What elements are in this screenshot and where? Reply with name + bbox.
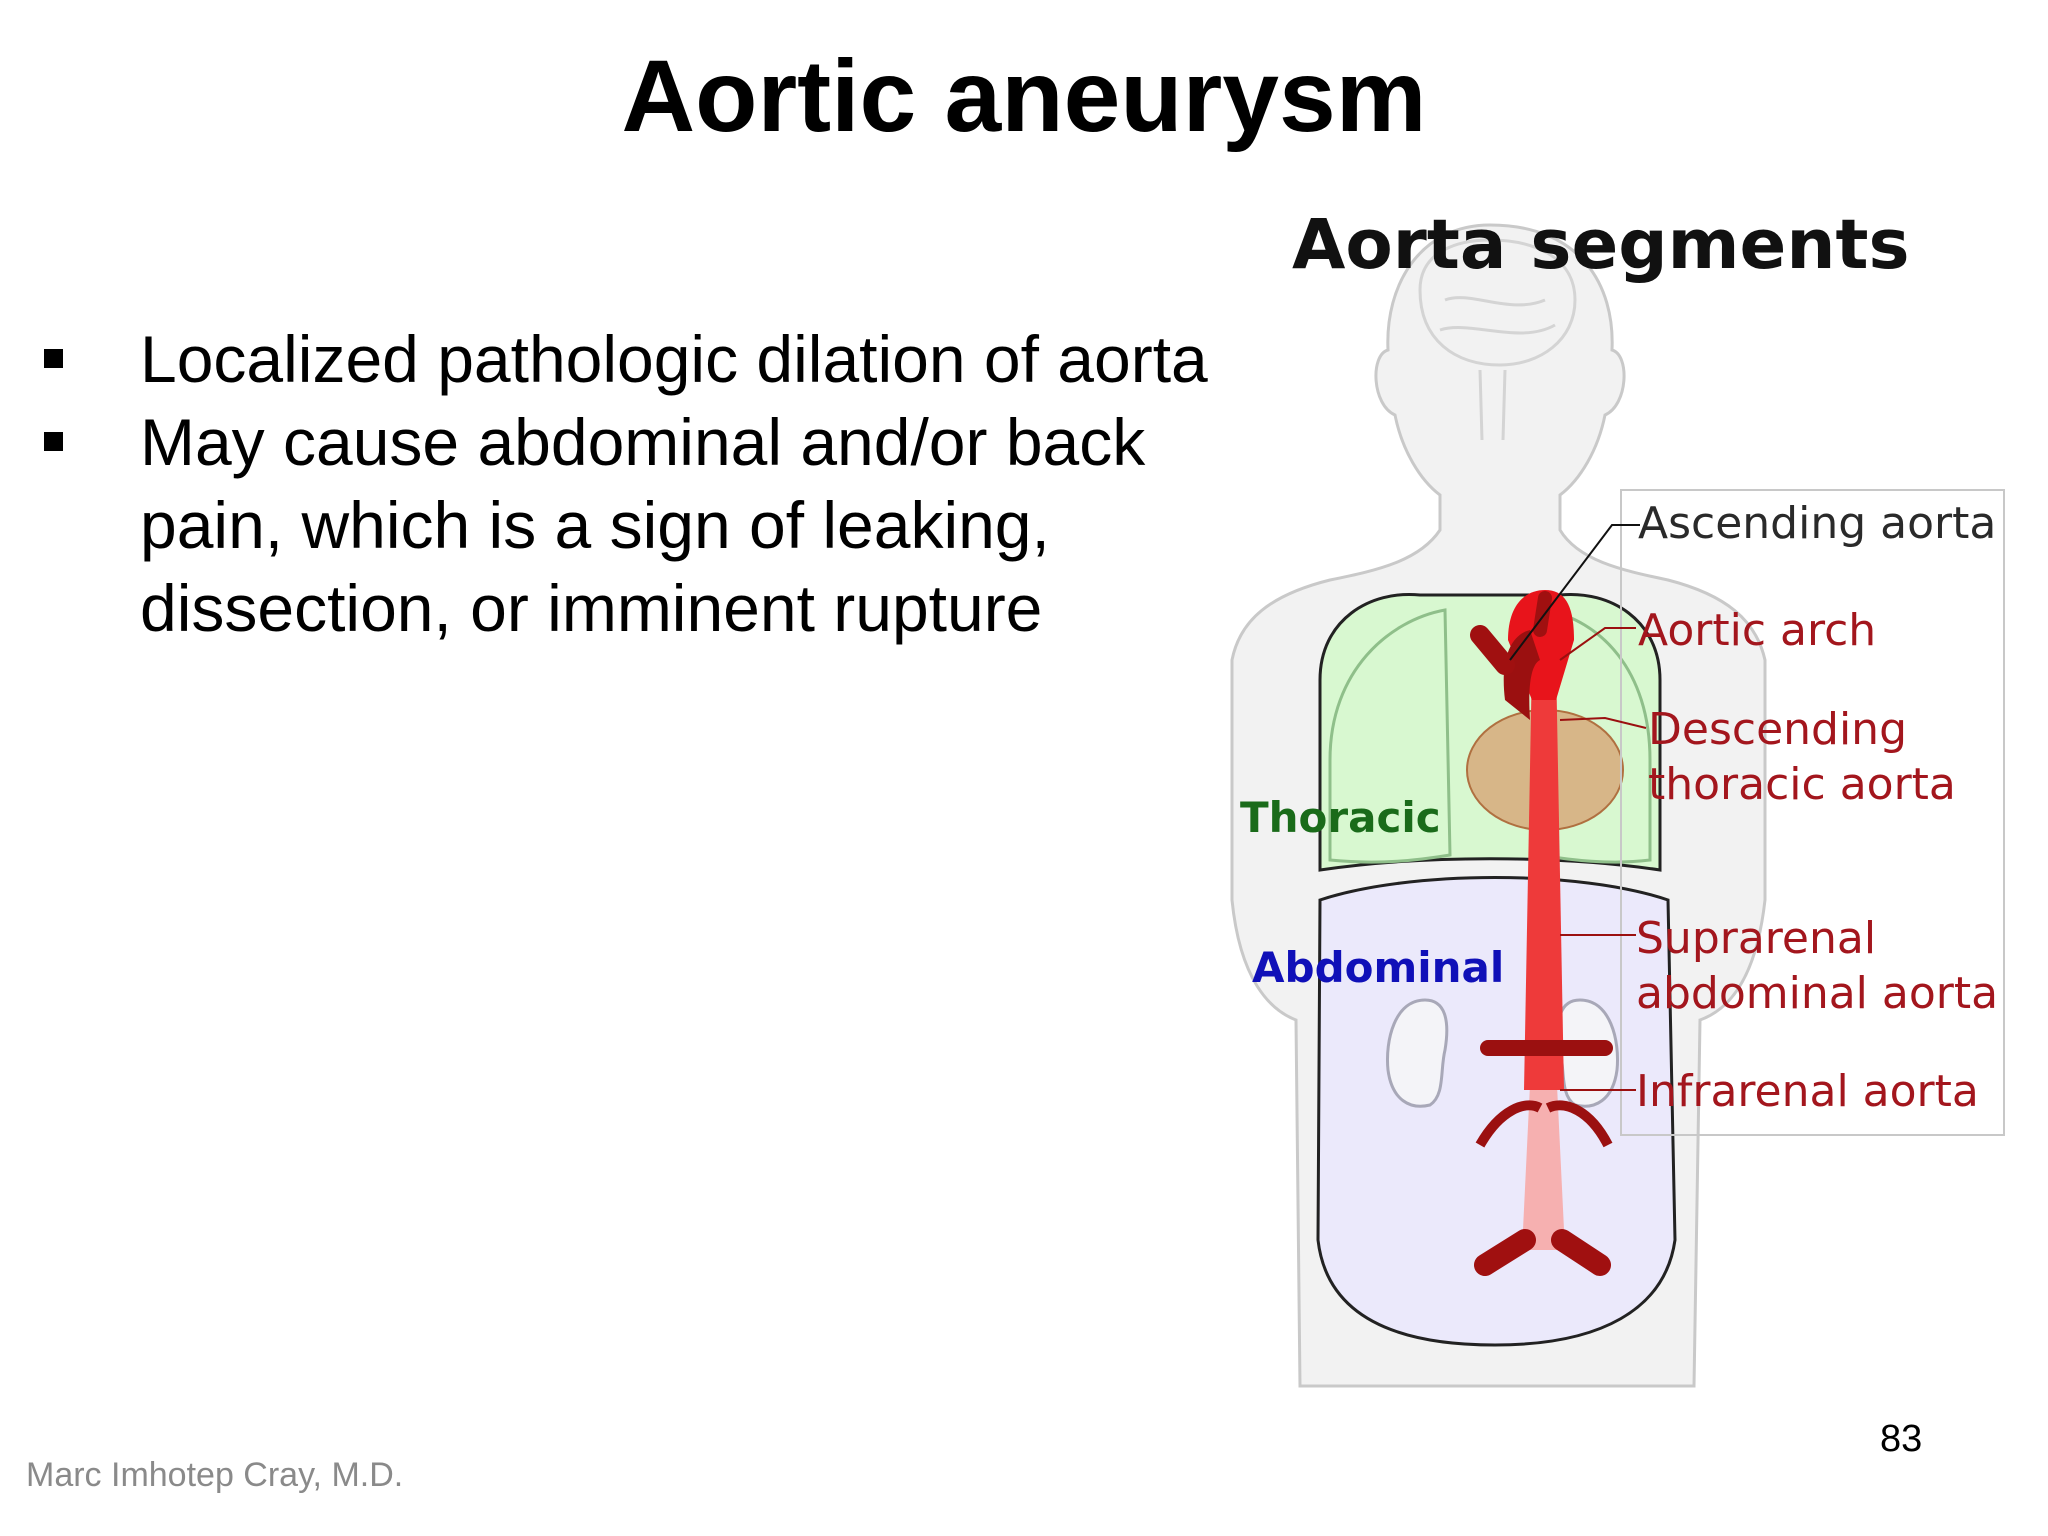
bullet-item: May cause abdominal and/or back pain, wh… (40, 401, 1210, 650)
bullet-list: Localized pathologic dilation of aorta M… (40, 318, 1210, 650)
brain-outline (1418, 238, 1577, 441)
aorta-segments-diagram: Aorta segments Ascending aorta Aortic ar… (1230, 205, 2005, 1388)
segment-labels-box (1620, 489, 2005, 1136)
abdominal-region (1316, 876, 1677, 1347)
bullet-text: May cause abdominal and/or back pain, wh… (140, 405, 1146, 645)
lung-outline (1328, 608, 1652, 864)
label-suprarenal-2: abdominal aorta (1636, 968, 1998, 1019)
square-bullet-icon (44, 349, 63, 368)
label-infrarenal-aorta: Infrarenal aorta (1636, 1066, 1979, 1117)
slide-number: 83 (1880, 1418, 1923, 1460)
kidney-outline (1386, 998, 1619, 1108)
leader-lines (1509, 524, 1647, 1091)
bullet-text: Localized pathologic dilation of aorta (140, 322, 1208, 396)
aorta (1470, 590, 1613, 1276)
label-ascending-aorta: Ascending aorta (1638, 498, 1996, 549)
slide-title: Aortic aneurysm (621, 39, 1427, 153)
label-aortic-arch: Aortic arch (1638, 605, 1876, 656)
label-descending-thoracic-1: Descending (1648, 704, 1907, 755)
diagram-heading: Aorta segments (1292, 205, 1910, 285)
label-thoracic-region: Thoracic (1240, 793, 1441, 842)
label-suprarenal-1: Suprarenal (1636, 913, 1876, 964)
bullet-item: Localized pathologic dilation of aorta (40, 318, 1210, 401)
square-bullet-icon (44, 432, 63, 451)
label-abdominal-region: Abdominal (1252, 943, 1504, 992)
label-descending-thoracic-2: thoracic aorta (1648, 759, 1956, 810)
footer-author: Marc Imhotep Cray, M.D. (26, 1456, 404, 1494)
